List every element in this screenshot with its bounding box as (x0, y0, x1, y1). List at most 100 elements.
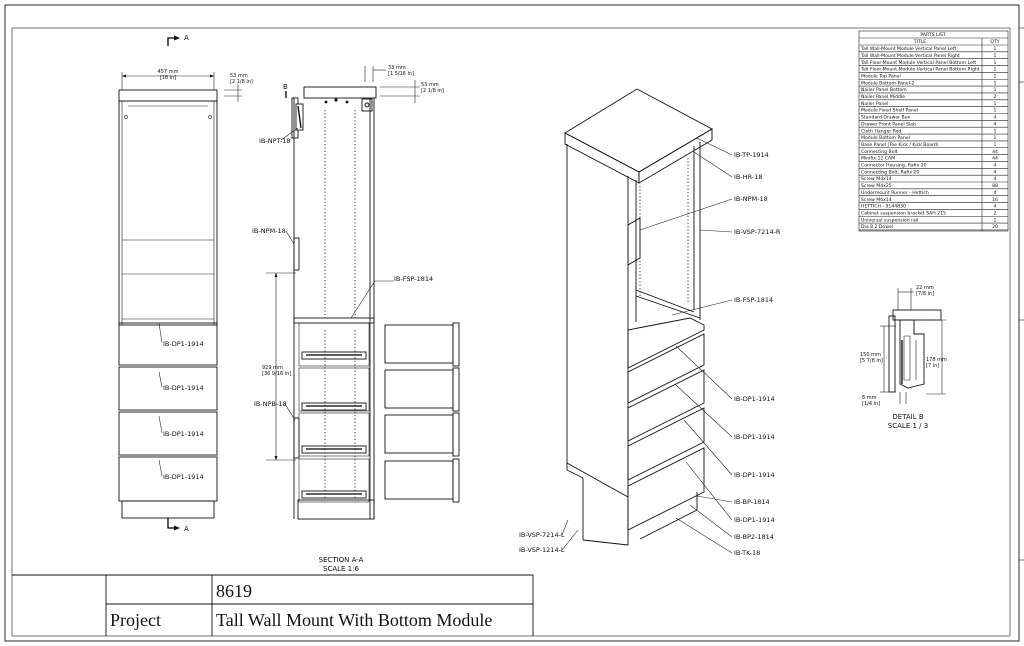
label-npt: IB-NPT-18 (259, 137, 291, 145)
parts-row-qty: 4 (994, 115, 997, 121)
parts-row-qty: 4 (994, 163, 997, 169)
parts-row-title: Drawer Front Panel Slab (861, 121, 916, 127)
parts-row-qty: 1 (994, 46, 997, 52)
parts-row-qty: 1 (994, 101, 997, 107)
parts-row-title: Connecting Bolt, Rafix 20 (861, 169, 919, 175)
outer-border (4, 4, 1020, 642)
parts-row-qty: 4 (994, 121, 997, 127)
front-view: A A 457 mm [18 in] 53 mm [2 1/8 in] IB-D… (118, 34, 253, 533)
parts-list-col-title: TITLE (913, 39, 927, 45)
parts-list-header: PARTS LIST (920, 32, 945, 38)
d178-in: [7 in] (926, 363, 939, 369)
d53-mm: 53 mm (421, 82, 439, 88)
parts-row-title: Nailer Panel (861, 101, 888, 107)
parts-row-title: Minifix 12 CAM (861, 156, 895, 162)
parts-row-qty: 2 (994, 210, 997, 216)
parts-row-qty: 4 (994, 204, 997, 210)
parts-row-qty: 1 (994, 128, 997, 134)
parts-row-title: Undermount Runner - Hettich (861, 190, 929, 196)
iso-label: IB-DP1-1914 (734, 395, 775, 403)
parts-row-qty: 1 (994, 87, 997, 93)
parts-list-rows: Tall Wall-Mount Module Vertical Panel Le… (859, 46, 1008, 231)
parts-row-qty: 88 (992, 183, 998, 189)
section-marker-top: A (184, 34, 189, 42)
parts-row-qty: 1 (994, 108, 997, 114)
parts-row-qty: 1 (994, 142, 997, 148)
parts-row-title: Tall Floor-Mount Module Vertical Panel B… (860, 60, 976, 66)
parts-row-title: Tall Floor-Mount Module Vertical Panel B… (860, 67, 980, 73)
iso-label: IB-NPM-18 (734, 195, 768, 203)
project-name: Tall Wall Mount With Bottom Module (216, 610, 492, 630)
width-dim-mm: 457 mm (158, 69, 179, 75)
parts-row-qty: 44 (992, 149, 998, 155)
iso-label: IB-DP1-1914 (734, 433, 775, 441)
parts-row-title: Dia 8.2 Dowel (861, 224, 893, 230)
d178-mm: 178 mm (926, 357, 947, 363)
parts-row-title: Connecting Bolt (861, 149, 898, 155)
iso-label: IB-TK-18 (734, 549, 760, 557)
front-drawer-label: IB-DP1-1914 (163, 384, 204, 392)
iso-label: IB-VSP-7214-L (519, 531, 565, 539)
parts-row-qty: 1 (994, 73, 997, 79)
parts-row-title: Nailer Panel Middle (861, 94, 905, 100)
top-dim-in: [2 1/8 in] (230, 79, 253, 85)
title-block: 8619 Project Tall Wall Mount With Bottom… (12, 574, 534, 636)
parts-row-title: Module Fixed Shelf Panel (861, 108, 918, 114)
parts-row-title: Screw M6x14 (861, 197, 892, 203)
section-scale: SCALE 1:6 (323, 565, 359, 573)
parts-row-qty: 1 (994, 67, 997, 73)
parts-list-col-qty: QTY (990, 39, 999, 45)
parts-row-title: Tall Wall-Mount Module Vertical Panel Le… (860, 46, 957, 52)
parts-row-qty: 1 (994, 60, 997, 66)
section-view: 33 mm [1 5/16 in] 53 mm [2 1/8 in] B IB-… (252, 65, 460, 573)
detail-title: DETAIL B (892, 413, 924, 421)
iso-label: IB-VSP-7214-R (734, 228, 781, 236)
iso-label: IB-BP2-1814 (734, 533, 774, 541)
d22-in: [7/8 in] (916, 291, 934, 297)
detail-view: 22 mm [7/8 in] 150 mm [5 7/8 in] 178 mm … (860, 285, 947, 430)
iso-label: IB-DP1-1914 (734, 471, 775, 479)
iso-label: IB-TP-1914 (734, 151, 769, 159)
parts-row-title: Connector Housing, Rafix 20 (861, 163, 927, 169)
project-label: Project (110, 610, 161, 630)
label-fsp: IB-FSP-1814 (394, 275, 433, 283)
parts-row-title: Screw M4x14 (861, 176, 892, 182)
d6-mm: 6 mm (862, 395, 877, 401)
parts-row-title: Module Bottom Panel (861, 135, 910, 141)
detail-scale: SCALE 1 / 3 (888, 422, 928, 430)
parts-row-qty: 4 (994, 169, 997, 175)
parts-row-title: Screw M4x25 (861, 183, 892, 189)
front-drawer-label: IB-DP1-1914 (163, 340, 204, 348)
inner-border (11, 27, 1011, 637)
iso-label: IB-DP1-1914 (734, 516, 775, 524)
iso-label: IB-FSP-1814 (734, 296, 773, 304)
d6-in: [1/4 in] (862, 401, 880, 407)
section-marker-bottom: A (184, 525, 189, 533)
parts-row-qty: 2 (994, 94, 997, 100)
parts-row-qty: 1 (994, 135, 997, 141)
parts-list: PARTS LIST TITLE QTY Tall Wall-Mount Mod… (858, 30, 1009, 232)
d33-mm: 33 mm (388, 65, 406, 71)
parts-row-qty: 1 (994, 53, 997, 59)
parts-row-qty: 44 (992, 156, 998, 162)
detail-marker: B (283, 83, 288, 91)
width-dim-in: [18 in] (160, 75, 176, 81)
top-dim-mm: 53 mm (230, 73, 248, 79)
parts-row-qty: 4 (994, 176, 997, 182)
parts-row-qty: 4 (994, 190, 997, 196)
iso-label: IB-HR-18 (734, 173, 762, 181)
parts-row-title: Module Top Panel (861, 73, 901, 79)
d33-in: [1 5/16 in] (388, 71, 414, 77)
front-drawer-label: IB-DP1-1914 (163, 473, 204, 481)
parts-row-qty: 1 (994, 217, 997, 223)
parts-row-title: HETTICH - 9144830 (861, 204, 906, 210)
d22-mm: 22 mm (916, 285, 934, 291)
parts-row-qty: 1 (994, 80, 997, 86)
parts-row-qty: 20 (992, 224, 998, 230)
d150-in: [5 7/8 in] (860, 358, 883, 364)
parts-row-title: Cabinet suspension bracket SAH 215 (861, 210, 946, 216)
d929-mm: 929 mm (262, 365, 283, 371)
parts-row-title: Base Panel (Toe Kick / Kick Board) (861, 142, 939, 148)
drawing-number: 8619 (216, 581, 252, 601)
